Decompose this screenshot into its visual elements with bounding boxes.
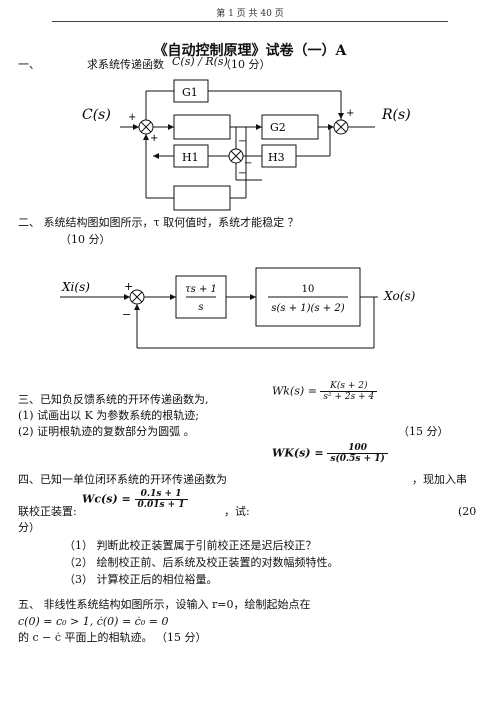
block-g2: G2 [270,121,286,134]
q4-wk-num: 100 [327,443,388,454]
q3-item2: (2) 证明根轨迹的复数部分为圆弧 。 [18,425,195,438]
q2-block1-den: s [198,302,203,313]
q4-wk-frac: 100 s(0.5s + 1) [327,443,388,464]
q1-sign-1: + [128,112,136,123]
q4-wc-lhs: Wc(s) = [82,492,131,506]
q3-line1: 三、已知负反馈系统的开环传递函数为, [18,393,209,406]
q4-score-num: (20 [458,505,477,518]
q1-sign-2: + [150,133,158,144]
q1-input-label: R(s) [381,107,411,123]
q1-score: （10 分） [220,58,271,71]
q4-tail2: ，试: [224,505,250,518]
q1-number: 一、 [18,58,40,71]
q2-block2-den: s(s + 1)(s + 2) [271,303,344,314]
q1-output-label: C(s) [82,107,111,123]
q3-formula-frac: K(s + 2) s² + 2s + 4 [320,381,378,402]
q1-sign-4: − [238,136,246,147]
q2-sign-plus: + [124,280,133,293]
q1-formula: C(s) / R(s) [172,55,228,68]
q3-formula-den: s² + 2s + 4 [323,392,375,402]
q4-tail1: ，现加入串 [412,473,467,486]
q4-wc-frac: 0.1s + 1 0.01s + 1 [134,489,188,510]
q4-wc-num: 0.1s + 1 [134,489,188,500]
q4-item2: （2） 绘制校正前、后系统及校正装置的对数幅频特性。 [64,556,339,569]
q4-wk-lhs: WK(s) = [272,446,324,460]
q4-line1: 四、已知一单位闭环系统的开环传递函数为 [18,473,227,486]
q4-score-tail: 分） [18,521,40,534]
q2-block1-num: τs + 1 [185,284,217,295]
block-g1: G1 [182,86,198,99]
q3-formula-lhs: Wk(s) = [272,384,317,398]
q4-line2: 联校正装置: [18,505,77,518]
q2-sign-minus: − [122,308,131,321]
q5-line2: c(0) = c₀ > 1, ċ(0) = ċ₀ = 0 [18,615,169,628]
q4-wc-formula: Wc(s) = 0.1s + 1 0.01s + 1 [82,489,188,510]
page-header: 第 1 页 共 40 页 [216,9,284,19]
q4-wk-formula: WK(s) = 100 s(0.5s + 1) [272,443,388,464]
exam-title: 《自动控制原理》试卷（一）A [153,43,347,59]
q3-item1: (1) 试画出以 K 为参数系统的根轨迹; [18,409,199,422]
q4-item1: （1） 判断此校正装置属于引前校正还是迟后校正？ [64,539,317,552]
q4-wk-den: s(0.5s + 1) [330,454,385,464]
q4-item3: （3） 计算校正后的相位裕量。 [64,573,218,586]
q1-sign-6: − [238,168,246,179]
q3-formula-num: K(s + 2) [320,381,378,392]
q2-block2-num: 10 [302,284,315,295]
q1-text: 求系统传递函数 [87,58,164,71]
q2-output-label: Xo(s) [383,289,416,303]
q2-line1: 二、 系统结构图如图所示，τ 取何值时，系统才能稳定 ？ [18,216,299,229]
q4-wc-den: 0.01s + 1 [137,500,185,510]
block-h3: H3 [268,151,285,164]
q2-line2: （10 分） [60,233,111,246]
q1-sign-5: − [244,158,252,169]
q5-line3: 的 c − ċ 平面上的相轨迹。 （15 分） [18,631,207,644]
q3-score: （15 分） [398,425,449,438]
q1-sign-3: + [346,108,354,119]
q3-formula: Wk(s) = K(s + 2) s² + 2s + 4 [272,381,378,402]
q2-input-label: Xi(s) [61,280,90,294]
block-h1: H1 [182,151,199,164]
header-rule [52,21,448,22]
q5-line1: 五、 非线性系统结构如图所示，设输入 r=0，绘制起始点在 [18,598,311,611]
